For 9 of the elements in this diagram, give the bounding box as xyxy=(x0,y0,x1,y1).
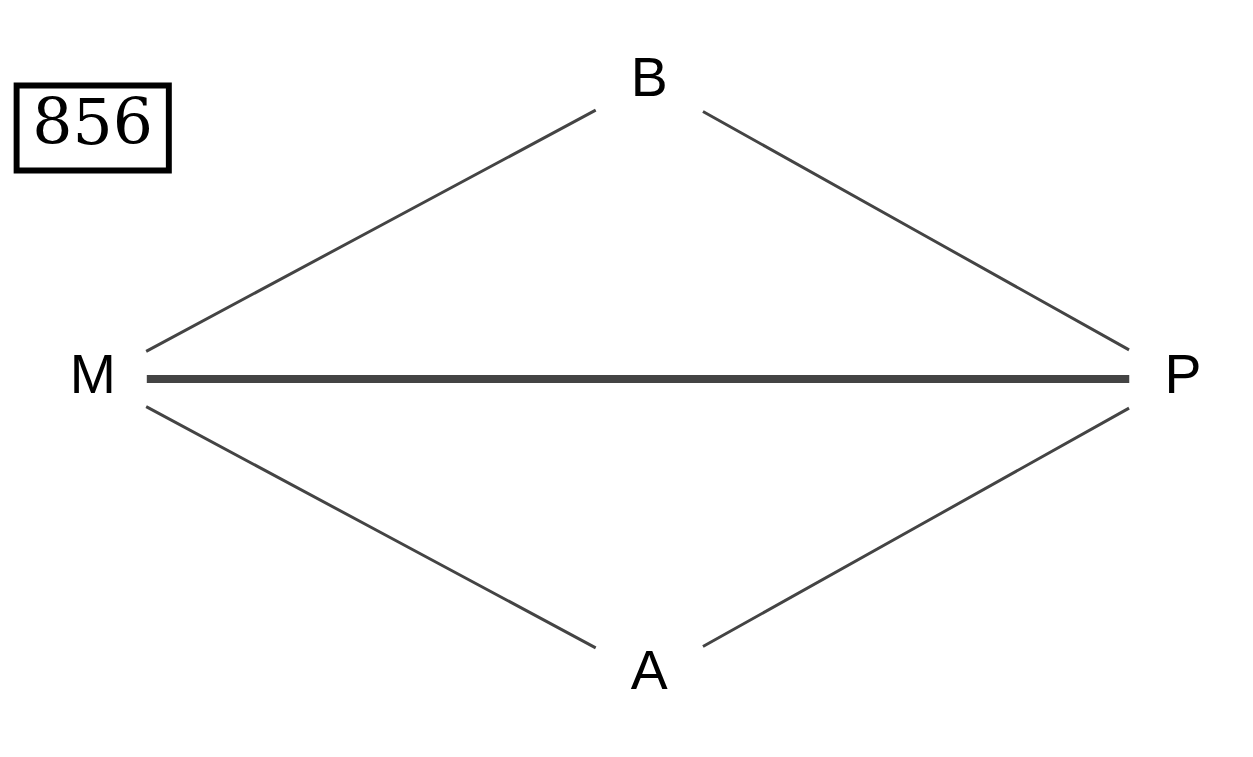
node-text: A xyxy=(630,638,668,701)
node-text: P xyxy=(1164,342,1202,405)
node-text: B xyxy=(630,45,668,108)
connector xyxy=(145,404,597,649)
connector xyxy=(702,109,1130,351)
label: 856 xyxy=(32,84,154,159)
connector xyxy=(145,108,597,353)
connector xyxy=(702,406,1130,648)
node-text: M xyxy=(69,342,116,405)
